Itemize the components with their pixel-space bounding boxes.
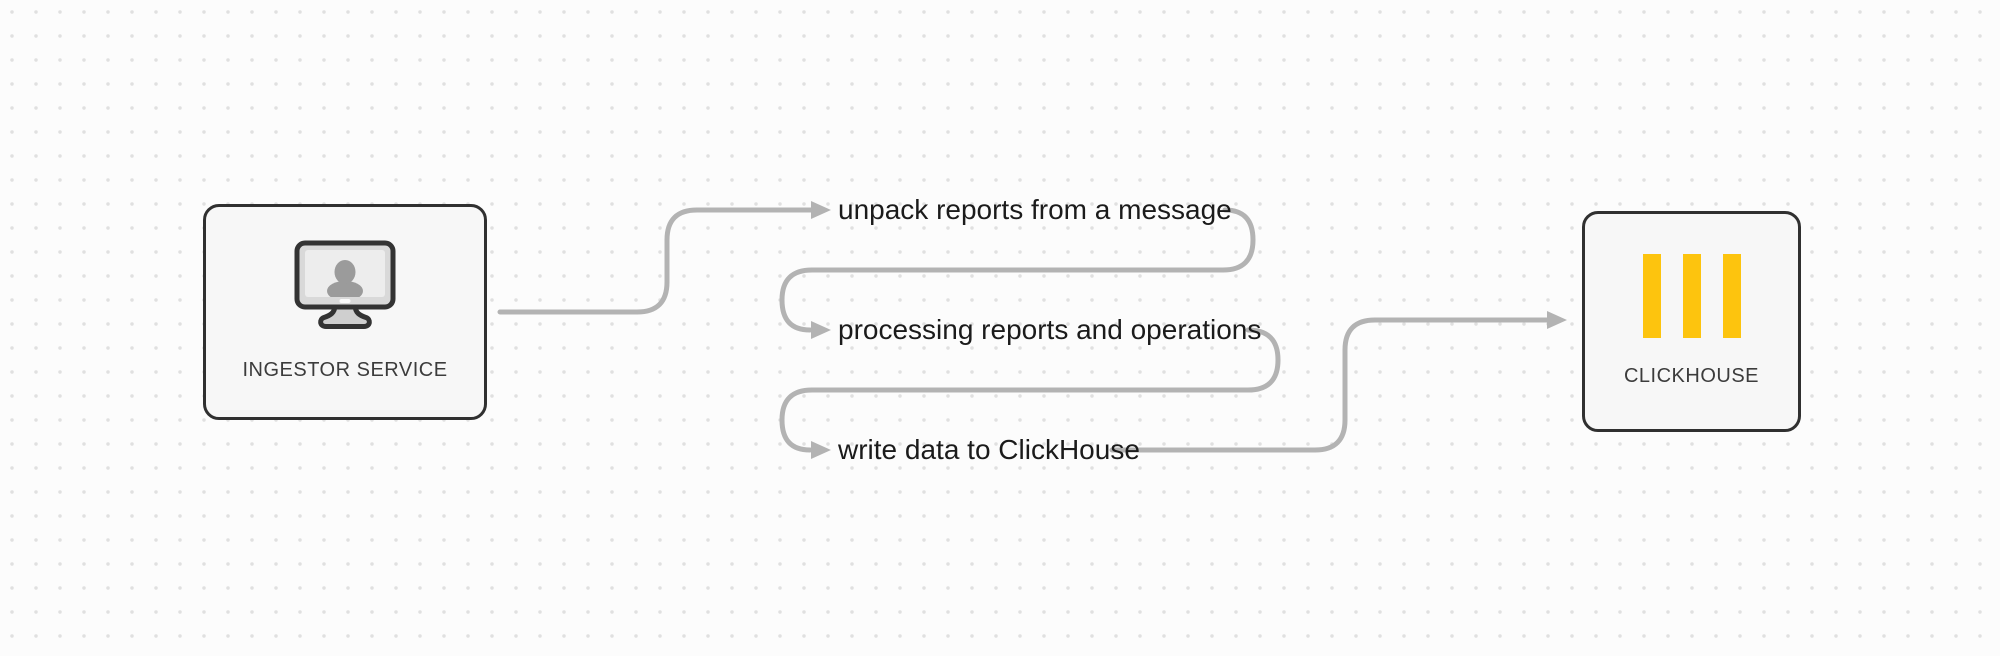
clickhouse-logo-icon (1642, 254, 1741, 338)
arrowhead-icon (1547, 311, 1567, 329)
logo-bar (1642, 254, 1661, 338)
connector-path-step1-to-step2 (779, 207, 1256, 333)
node-clickhouse[interactable]: CLICKHOUSE (1582, 211, 1801, 432)
step-label-processing: processing reports and operations (838, 314, 1262, 345)
connector-path-ingestor-to-step1 (497, 207, 815, 315)
node-label: INGESTOR SERVICE (242, 359, 448, 381)
node-label: CLICKHOUSE (1623, 365, 1760, 387)
arrowhead-icon (811, 201, 831, 219)
monitor-notch (339, 299, 351, 303)
monitor-user-icon (294, 240, 396, 329)
monitor-stand (318, 302, 372, 329)
step-label-write: write data to ClickHouse (838, 434, 1140, 465)
step-label-unpack: unpack reports from a message (838, 194, 1232, 225)
logo-bar (1682, 254, 1701, 338)
logo-bar (1722, 254, 1741, 338)
node-ingestor-service[interactable]: INGESTOR SERVICE (203, 204, 487, 420)
arrowhead-icon (811, 321, 831, 339)
connector-path-step2-to-step3 (779, 327, 1281, 453)
arrowhead-icon (811, 441, 831, 459)
user-silhouette (327, 260, 363, 297)
